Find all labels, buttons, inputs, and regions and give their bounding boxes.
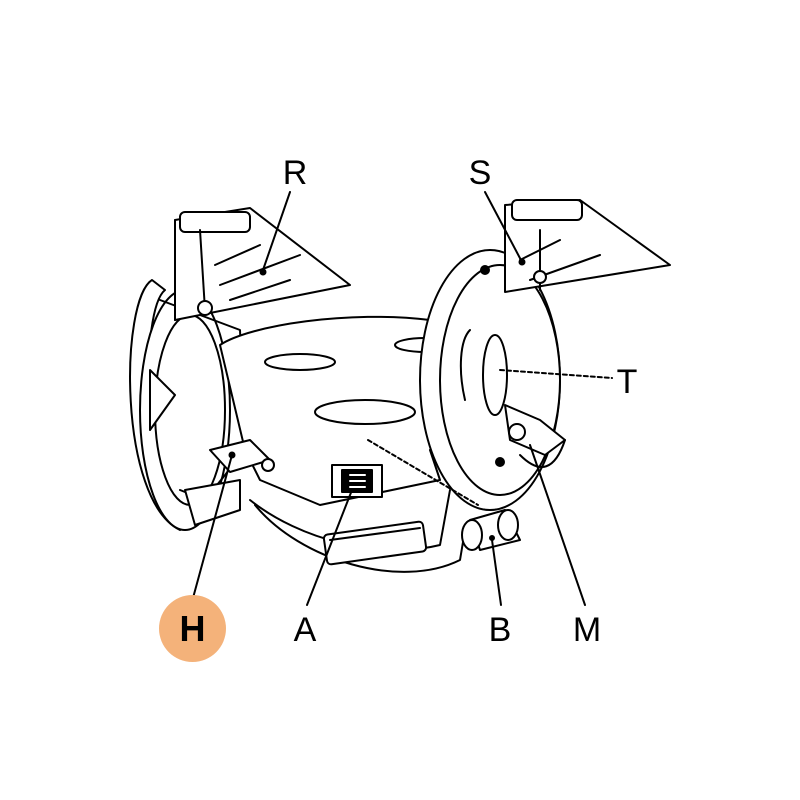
- leader-h: [192, 454, 233, 599]
- leader-lines: [192, 191, 613, 606]
- left-eye-shield: [174, 207, 351, 321]
- part-b-cylinder: [461, 509, 521, 551]
- leader-r: [262, 191, 291, 271]
- label-m: M: [572, 611, 602, 649]
- label-h-highlighted: H: [159, 595, 226, 662]
- leader-b: [491, 539, 502, 606]
- label-t: T: [616, 363, 638, 401]
- leader-t: [499, 369, 613, 379]
- leader-b-dashed: [367, 439, 479, 506]
- right-tool-rest: [504, 404, 566, 468]
- label-s: S: [468, 154, 492, 192]
- label-b: B: [488, 611, 512, 649]
- label-a: A: [293, 611, 317, 649]
- left-tool-rest: [184, 439, 275, 526]
- left-wheel-guard: [129, 279, 246, 531]
- leader-m: [529, 444, 586, 606]
- leader-a: [306, 489, 353, 606]
- label-r: R: [282, 154, 308, 192]
- switch: [331, 464, 383, 498]
- right-eye-shield: [504, 199, 671, 293]
- leader-s: [484, 191, 523, 263]
